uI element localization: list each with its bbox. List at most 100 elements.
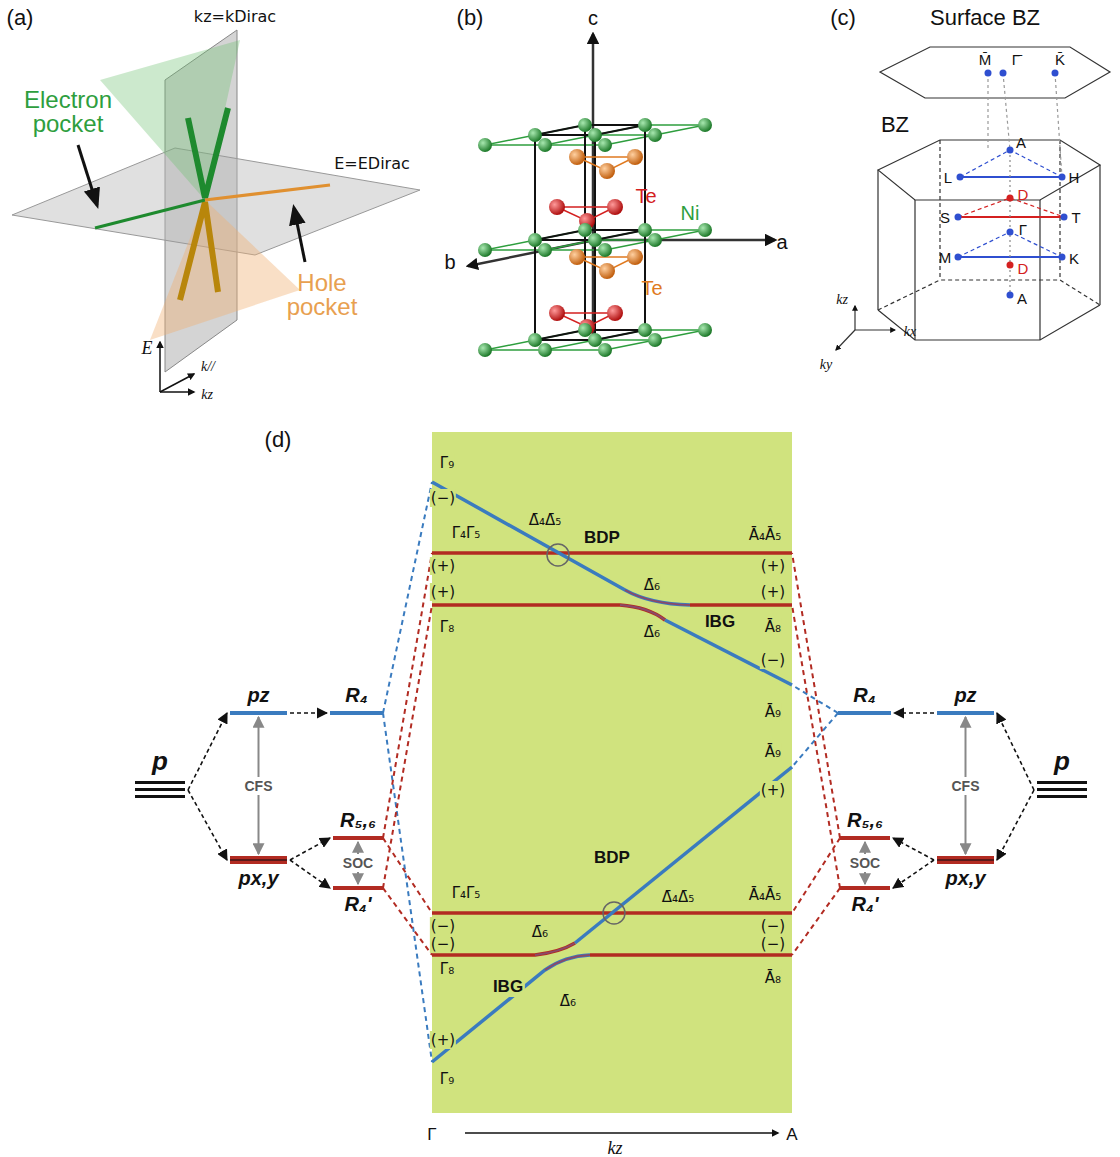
label: Γ̄₈ — [439, 960, 455, 978]
atom — [638, 118, 652, 132]
label: Hole pocket — [272, 271, 372, 319]
label: A — [1016, 134, 1026, 151]
label: M — [939, 249, 952, 266]
band-sketch — [12, 30, 420, 392]
label: E=EDirac — [334, 154, 410, 173]
atom — [588, 333, 602, 347]
bond-line — [605, 125, 705, 145]
label: Surface BZ — [930, 5, 1040, 31]
label: (−) — [430, 489, 456, 507]
label: Ā₈ — [764, 618, 782, 636]
atom — [538, 343, 552, 357]
label: BZ — [881, 112, 909, 138]
atom — [648, 128, 662, 142]
atom — [478, 243, 492, 257]
label: (−) — [430, 917, 456, 935]
label: H — [1069, 169, 1080, 186]
connector — [188, 713, 227, 790]
label: L — [944, 169, 952, 186]
label: IBG — [703, 612, 737, 632]
label: Δ̄₆ — [643, 623, 661, 641]
atom — [549, 199, 565, 215]
atom — [599, 263, 615, 279]
level-label: R₄ — [345, 684, 367, 707]
bond-line — [605, 330, 705, 350]
level-label: pz — [954, 684, 976, 707]
label: Te — [635, 185, 656, 208]
energy-level: pz — [937, 711, 994, 715]
atom — [627, 149, 643, 165]
level-label: p — [152, 746, 168, 777]
energy-level: pz — [230, 711, 287, 715]
label: (a) — [7, 5, 34, 31]
atom — [638, 323, 652, 337]
label: BDP — [592, 848, 632, 868]
label: b — [444, 251, 455, 274]
atom — [538, 243, 552, 257]
atom — [607, 305, 623, 321]
energy-level: p — [1037, 781, 1087, 799]
label: (−) — [430, 935, 456, 953]
atom — [607, 199, 623, 215]
atom — [578, 223, 592, 237]
label: Δ̄₄Δ̄₅ — [528, 511, 563, 529]
label: ky — [820, 357, 832, 373]
connector — [997, 713, 1034, 790]
energy-level: R₄' — [333, 886, 383, 890]
label: S — [940, 209, 950, 226]
level-label: R₄' — [344, 893, 371, 916]
atom — [598, 138, 612, 152]
level-label: R₅,₆ — [340, 809, 376, 832]
label: (+) — [760, 583, 786, 601]
label: K̄ — [1055, 51, 1065, 68]
atom — [599, 163, 615, 179]
label: Γ̄₉ — [439, 1070, 455, 1088]
atom — [528, 233, 542, 247]
atom — [578, 323, 592, 337]
band-panel — [383, 432, 840, 1133]
label: Ā₉ — [764, 743, 782, 761]
label: (c) — [830, 5, 856, 31]
energy-level: R₄ — [330, 711, 383, 715]
atom — [569, 149, 585, 165]
label: T — [1071, 209, 1080, 226]
label: Δ̄₆ — [643, 576, 661, 594]
label: kz — [201, 387, 213, 403]
level-label: px,y — [238, 867, 278, 890]
label: a — [776, 231, 787, 254]
label: Ā₉ — [764, 703, 782, 721]
atom — [588, 233, 602, 247]
level-label: R₄' — [851, 893, 878, 916]
level-label: p — [1054, 746, 1070, 777]
label: (+) — [430, 1031, 456, 1049]
label: A — [786, 1125, 797, 1145]
label: Ā₈ — [764, 969, 782, 987]
atom — [648, 233, 662, 247]
atom — [549, 305, 565, 321]
atom — [698, 323, 712, 337]
edge-label: SOC — [341, 854, 375, 872]
label: (−) — [760, 917, 786, 935]
label: (−) — [760, 935, 786, 953]
atom — [578, 118, 592, 132]
label: BDP — [582, 528, 622, 548]
energy-level: px,y — [230, 856, 287, 864]
connector — [893, 838, 934, 860]
atom — [569, 249, 585, 265]
label: E — [142, 338, 153, 359]
label: D — [1018, 186, 1029, 203]
atom — [528, 333, 542, 347]
label: kz — [608, 1138, 623, 1157]
level-label: pz — [247, 684, 269, 707]
atom — [588, 128, 602, 142]
label: kx — [904, 324, 916, 340]
label: Δ̄₆ — [531, 923, 549, 941]
atom — [627, 249, 643, 265]
label: Γ̄ — [1012, 51, 1020, 68]
label: Γ — [1019, 221, 1027, 238]
brillouin-zone — [836, 47, 1110, 350]
level-label: px,y — [945, 867, 985, 890]
energy-level: R₅,₆ — [333, 836, 383, 840]
level-label: R₅,₆ — [847, 809, 883, 832]
label: A — [1017, 290, 1027, 307]
